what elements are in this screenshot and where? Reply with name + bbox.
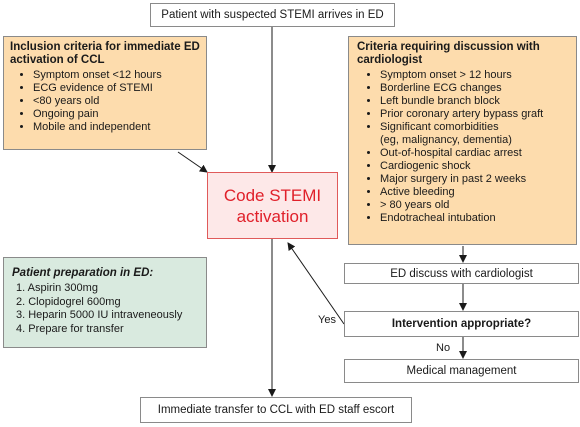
inclusion-item: ECG evidence of STEMI xyxy=(33,82,200,95)
discussion-item: Endotracheal intubation xyxy=(380,212,570,225)
no-label: No xyxy=(436,342,451,354)
discussion-item: Borderline ECG changes xyxy=(380,82,570,95)
yes-label: Yes xyxy=(318,314,336,326)
preparation-title: Patient preparation in ED: xyxy=(12,267,154,279)
discussion-item: Symptom onset > 12 hours xyxy=(380,69,570,82)
transfer-box: Immediate transfer to CCL with ED staff … xyxy=(140,397,412,423)
preparation-item: 4. Prepare for transfer xyxy=(16,322,124,335)
preparation-item: 3. Heparin 5000 IU intraveneously xyxy=(16,309,183,321)
code-stemi-activation-box: Code STEMI activation xyxy=(207,172,338,239)
preparation-item: 2. Clopidogrel 600mg xyxy=(16,295,121,308)
transfer-label: Immediate transfer to CCL with ED staff … xyxy=(157,404,395,416)
preparation-item: 1. Aspirin 300mg xyxy=(16,282,98,294)
start-label: Patient with suspected STEMI arrives in … xyxy=(161,9,384,21)
discussion-item-main: Significant comorbidities xyxy=(380,121,499,133)
decision-label: Intervention appropriate? xyxy=(391,318,532,330)
activation-line-2: activation xyxy=(236,206,309,226)
discussion-item: > 80 years old xyxy=(380,199,570,212)
inclusion-criteria-box: Inclusion criteria for immediate ED acti… xyxy=(3,36,207,150)
discussion-item: Significant comorbidities (eg, malignanc… xyxy=(380,121,570,147)
arrow-yes-to-activation xyxy=(287,242,345,325)
medical-management-box: Medical management xyxy=(344,359,579,383)
discussion-item: Out-of-hospital cardiac arrest xyxy=(380,147,570,160)
start-box: Patient with suspected STEMI arrives in … xyxy=(150,3,395,27)
discussion-criteria-title: Criteria requiring discussion with cardi… xyxy=(357,41,540,66)
decision-box: Intervention appropriate? xyxy=(344,311,579,337)
discuss-with-cardiologist-box: ED discuss with cardiologist xyxy=(344,263,579,284)
inclusion-item: <80 years old xyxy=(33,95,200,108)
arrow-inclusion-to-activation xyxy=(177,151,208,173)
discuss-label: ED discuss with cardiologist xyxy=(390,267,533,280)
medical-label: Medical management xyxy=(406,365,517,377)
discussion-item: Major surgery in past 2 weeks xyxy=(380,173,570,186)
discussion-criteria-box: Criteria requiring discussion with cardi… xyxy=(348,36,577,245)
discussion-item-sub: (eg, malignancy, dementia) xyxy=(380,134,512,146)
inclusion-item: Symptom onset <12 hours xyxy=(33,69,200,82)
discussion-item: Left bundle branch block xyxy=(380,95,570,108)
discussion-item: Prior coronary artery bypass graft xyxy=(380,108,570,121)
discussion-item: Cardiogenic shock xyxy=(380,160,570,173)
inclusion-item: Mobile and independent xyxy=(33,121,200,134)
activation-line-1: Code STEMI xyxy=(223,185,322,205)
inclusion-criteria-title: Inclusion criteria for immediate ED acti… xyxy=(10,41,200,66)
patient-preparation-box: Patient preparation in ED: 1. Aspirin 30… xyxy=(3,257,207,348)
discussion-item: Active bleeding xyxy=(380,186,570,199)
inclusion-item: Ongoing pain xyxy=(33,108,200,121)
